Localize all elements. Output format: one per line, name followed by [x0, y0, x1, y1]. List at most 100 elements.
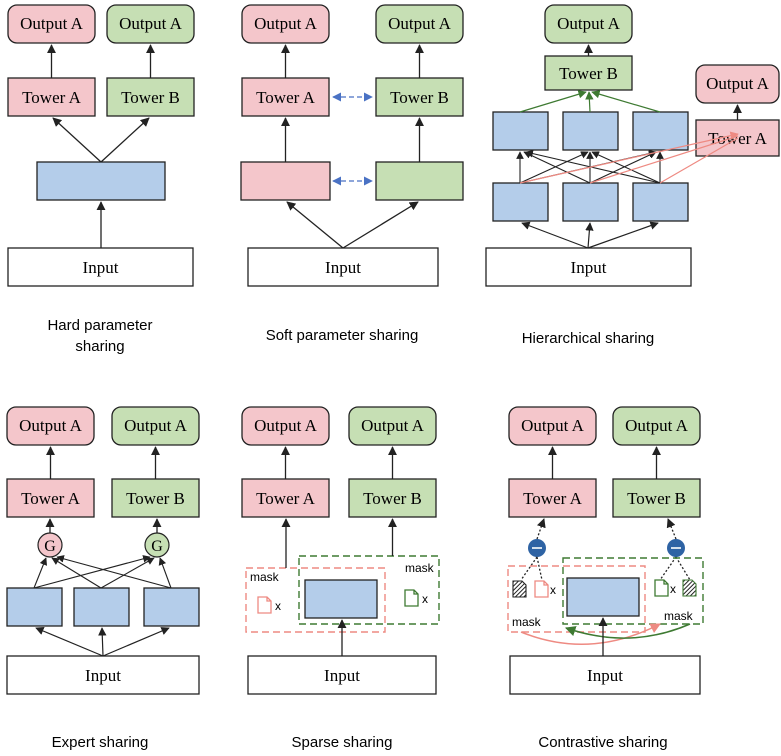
shared-layer-box	[36, 161, 166, 201]
mask-region-b	[298, 555, 440, 625]
caption-hard-line1: Hard parameter	[47, 317, 152, 334]
input-label: Input	[83, 258, 119, 277]
caption-soft: Soft parameter sharing	[266, 327, 419, 344]
caption-expert: Expert sharing	[52, 734, 149, 751]
input-box	[7, 247, 194, 287]
shared-layer-box	[304, 579, 378, 619]
upper-layer-node	[632, 111, 689, 151]
caption-hierarchical: Hierarchical sharing	[522, 330, 655, 347]
output-a-box-side	[695, 64, 780, 104]
gate-a-label: G	[44, 538, 56, 555]
output-a-box	[508, 406, 597, 446]
output-a-label: Output A	[521, 416, 585, 435]
output-a-box	[7, 4, 96, 44]
tower-b-box	[348, 478, 437, 518]
input-label: Input	[587, 666, 623, 685]
output-a-box	[241, 4, 330, 44]
task-b-layer-box	[375, 161, 464, 201]
document-icon-green	[654, 579, 669, 597]
tower-b-label: Tower B	[363, 489, 422, 508]
document-icon-red	[257, 596, 272, 614]
tower-b-box	[111, 478, 200, 518]
mask-region-b	[562, 557, 704, 625]
contrastive-arrow-green	[565, 623, 691, 639]
output-a-label: Output A	[557, 14, 621, 33]
shared-layer-box	[566, 577, 640, 617]
output-a-box-right	[612, 406, 701, 446]
output-a-label-side: Output A	[706, 74, 770, 93]
tower-a-label: Tower A	[256, 489, 315, 508]
mask-x-b: x	[422, 592, 428, 606]
tower-a-box	[241, 77, 330, 117]
mask-label-a: mask	[250, 570, 280, 584]
mask-region-a	[245, 567, 386, 633]
tower-a-label: Tower A	[256, 88, 315, 107]
expert-box	[143, 587, 200, 627]
output-a-label: Output A	[254, 416, 318, 435]
panel-soft-parameter-sharing: Output A Output A Tower A Tower B Input …	[240, 4, 464, 344]
output-a-label: Output A	[20, 14, 84, 33]
mask-region-a	[507, 565, 646, 633]
caption-sparse: Sparse sharing	[292, 734, 393, 751]
output-a-box-right	[375, 4, 464, 44]
output-a-label-right: Output A	[361, 416, 425, 435]
tower-a-label: Tower A	[21, 489, 80, 508]
output-a-box	[544, 4, 633, 44]
mask-label-b: mask	[664, 609, 694, 623]
task-a-layer-box	[240, 161, 331, 201]
expert-box	[6, 587, 63, 627]
input-label: Input	[324, 666, 360, 685]
panel-sparse-sharing: Output A Output A Tower A Tower B mask m…	[241, 406, 440, 751]
lower-layer-node	[562, 182, 619, 222]
input-label: Input	[571, 258, 607, 277]
tower-b-label: Tower B	[121, 88, 180, 107]
tower-a-box	[6, 478, 95, 518]
output-a-box-right	[348, 406, 437, 446]
caption-hard-line2: sharing	[75, 338, 124, 355]
mask-x-b: x	[670, 582, 676, 596]
input-label: Input	[325, 258, 361, 277]
hatched-document-icon-b	[682, 579, 697, 597]
upper-layer-node	[562, 111, 619, 151]
tower-b-label: Tower B	[627, 489, 686, 508]
output-a-label-right: Output A	[625, 416, 689, 435]
input-box	[485, 247, 692, 287]
mask-x-a: x	[275, 599, 281, 613]
contrastive-arrow-red	[520, 623, 661, 645]
lower-layer-node	[632, 182, 689, 222]
tower-a-label: Tower A	[523, 489, 582, 508]
tower-a-box	[7, 77, 96, 117]
input-box	[247, 655, 437, 695]
tower-b-label: Tower B	[126, 489, 185, 508]
output-a-label-right: Output A	[119, 14, 183, 33]
tower-a-box	[241, 478, 330, 518]
output-a-box-right	[106, 4, 195, 44]
panel-hierarchical-sharing: Output A Tower B Output A Tower A	[485, 4, 780, 347]
output-a-label-right: Output A	[124, 416, 188, 435]
panel-hard-parameter-sharing: Output A Output A Tower A Tower B Input …	[7, 4, 195, 355]
hatched-document-icon-a	[512, 580, 527, 598]
input-box	[6, 655, 200, 695]
output-a-label: Output A	[254, 14, 318, 33]
output-a-label-right: Output A	[388, 14, 452, 33]
output-a-box	[241, 406, 330, 446]
upper-layer-node	[492, 111, 549, 151]
tower-b-box	[544, 55, 633, 91]
tower-a-label: Tower A	[22, 88, 81, 107]
tower-b-label: Tower B	[559, 64, 618, 83]
caption-contrastive: Contrastive sharing	[538, 734, 667, 751]
tower-b-box	[375, 77, 464, 117]
input-label: Input	[85, 666, 121, 685]
output-a-box-right	[111, 406, 200, 446]
document-icon-red	[534, 580, 549, 598]
panel-expert-sharing: Output A Output A Tower A Tower B G G In…	[6, 406, 200, 751]
mask-label-b: mask	[405, 561, 435, 575]
output-a-label: Output A	[19, 416, 83, 435]
tower-b-label: Tower B	[390, 88, 449, 107]
input-box	[509, 655, 701, 695]
tower-b-box	[106, 77, 195, 117]
panel-contrastive-sharing: Output A Output A Tower A Tower B x	[507, 406, 704, 751]
mask-x-a: x	[550, 583, 556, 597]
gate-b-label: G	[151, 538, 163, 555]
